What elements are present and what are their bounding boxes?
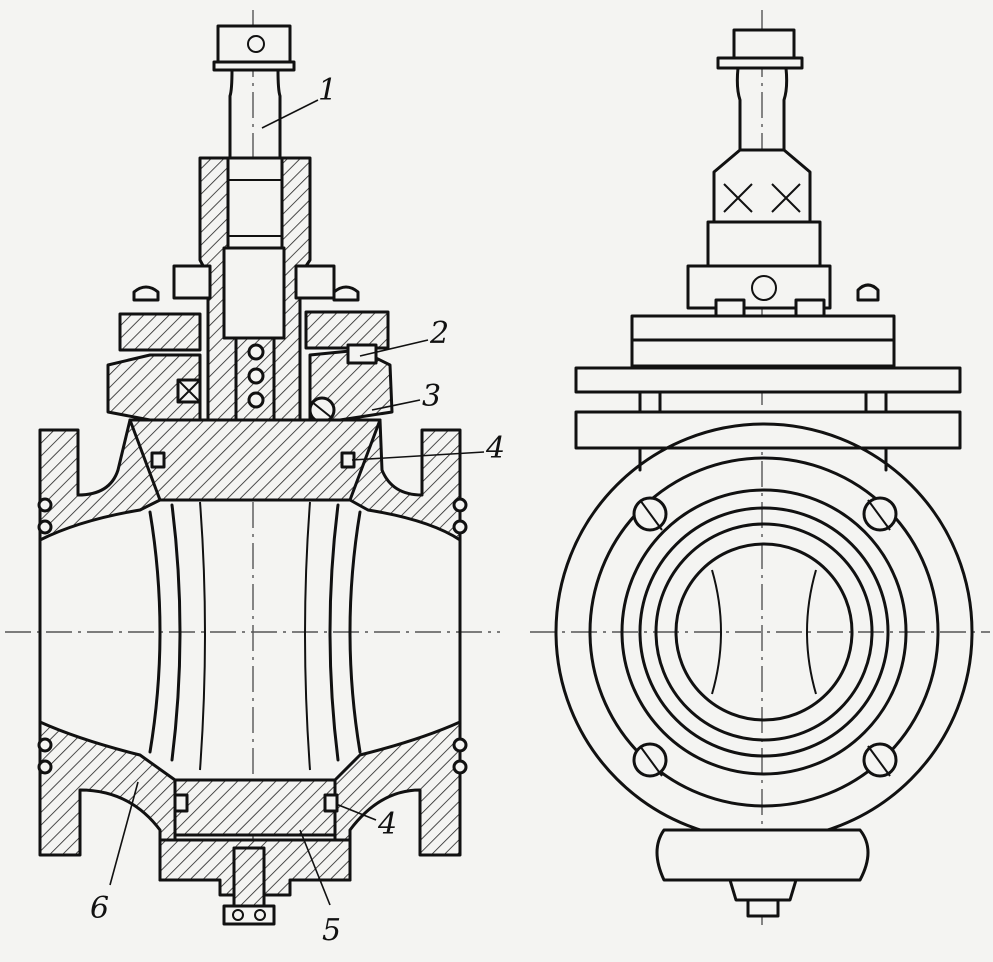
- callout-1: 1: [318, 73, 337, 108]
- callout-4-top: 4: [485, 431, 505, 466]
- side-flange-face: [554, 422, 974, 842]
- callout-3: 3: [422, 379, 441, 414]
- callout-4-bottom: 4: [377, 807, 397, 842]
- side-bottom-cover: [655, 828, 870, 918]
- valve-body: [37, 418, 468, 926]
- side-view: [530, 10, 990, 925]
- stem-head: [212, 24, 296, 160]
- callout-5: 5: [322, 913, 341, 948]
- packing-housing: [106, 343, 394, 427]
- side-gland: [574, 264, 962, 472]
- gland-bolts: [118, 264, 390, 352]
- side-stem-head: [706, 28, 822, 268]
- callout-6: 6: [90, 891, 109, 926]
- section-view: 1 2 3 4 4 5 6: [5, 10, 505, 948]
- leader-lines: [109, 99, 485, 906]
- callout-2: 2: [429, 316, 449, 351]
